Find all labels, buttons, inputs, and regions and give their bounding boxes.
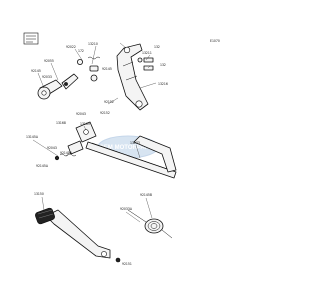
part-label: 13145A <box>26 135 39 139</box>
part-label: 92022 <box>66 45 76 49</box>
return-spring <box>127 209 173 239</box>
part-label: 92151 <box>122 262 132 266</box>
part-label: 92145A <box>36 164 49 168</box>
bolts <box>137 57 154 71</box>
watermark-text: OEM MOTORPARTS <box>99 145 156 151</box>
part-label: 13168 <box>56 121 66 125</box>
part-label: 92145 <box>31 69 41 73</box>
part-label: 92145B <box>140 193 152 197</box>
part-label: 92055 <box>44 59 54 63</box>
part-labels: 92022 13210 92055 92145 92033 172 92145 … <box>26 42 168 266</box>
page-code: E1070 <box>210 39 220 43</box>
diagram-badge <box>23 32 39 45</box>
shift-cam-assembly <box>37 73 79 100</box>
part-label: 92145 <box>102 67 112 71</box>
part-label: 13173 <box>130 141 140 145</box>
part-label: 92033A <box>120 207 133 211</box>
leader-lines <box>32 42 157 263</box>
part-label: 132 <box>154 45 160 49</box>
center-pawl-group <box>54 121 97 161</box>
part-label: 92043 <box>76 112 86 116</box>
part-label: 92152 <box>100 111 110 115</box>
part-label: 92043 <box>47 146 57 150</box>
part-label: 13210 <box>88 42 98 46</box>
shift-shaft <box>85 135 177 179</box>
part-label: 13169 <box>80 122 90 126</box>
parts-diagram: E1070 OEM MOTORPARTS <box>23 32 220 266</box>
part-label: 92145A <box>60 151 73 155</box>
shift-pedal <box>35 207 121 263</box>
part-label: 13150 <box>34 192 44 196</box>
part-label: 92033 <box>42 75 52 79</box>
part-label: 13216 <box>158 82 168 86</box>
part-label: 92152 <box>104 100 114 104</box>
shift-arm <box>116 43 149 111</box>
spring-roller-part <box>77 56 101 82</box>
part-label: 172 <box>78 49 84 53</box>
part-label: 132 <box>160 63 166 67</box>
part-label: 13211 <box>142 51 152 55</box>
